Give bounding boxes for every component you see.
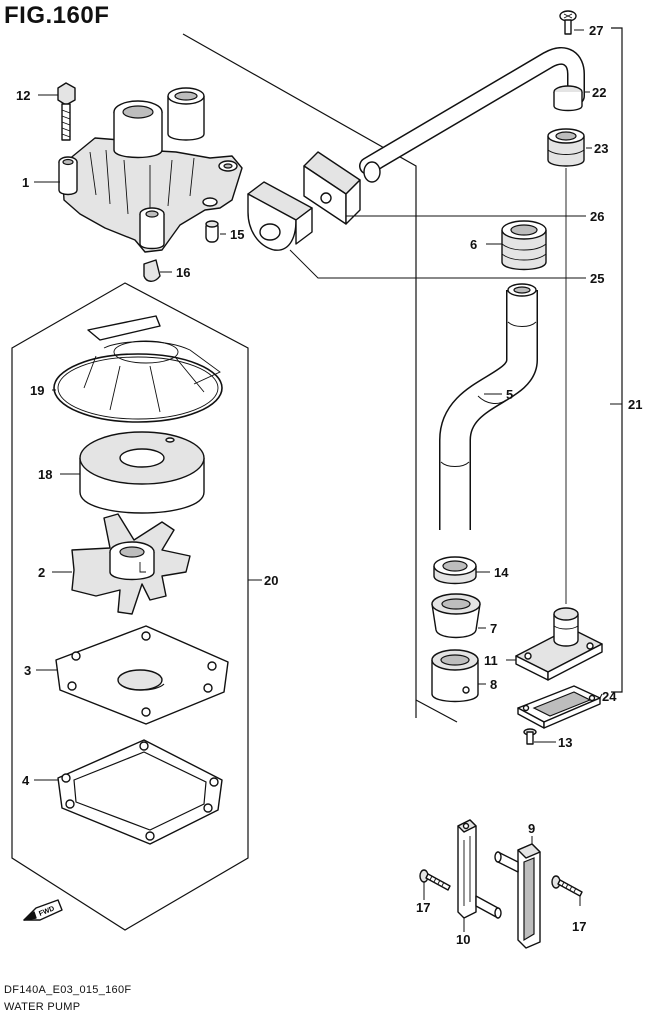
part-clamp-bracket: [303, 151, 361, 225]
callout-13: 13: [558, 735, 572, 750]
part-water-tube: [439, 283, 538, 530]
part-liner: [79, 431, 205, 514]
callout-18: 18: [38, 467, 52, 482]
part-key: [143, 259, 161, 282]
callout-1: 1: [22, 175, 29, 190]
callout-19: 19: [30, 383, 44, 398]
callout-3: 3: [24, 663, 31, 678]
part-anode: [494, 843, 541, 949]
part-anode-holder: [457, 819, 502, 919]
callout-6: 6: [470, 237, 477, 252]
callout-22: 22: [592, 85, 606, 100]
callout-15: 15: [230, 227, 244, 242]
callout-16: 16: [176, 265, 190, 280]
part-grommet-upper: [547, 128, 585, 167]
callout-10: 10: [456, 932, 470, 947]
kit-20-frame: [11, 282, 249, 931]
part-seal: [433, 556, 477, 585]
part-o-ring: [53, 315, 223, 423]
fwd-arrow-icon: FWD: [23, 899, 63, 921]
part-pump-plate: [55, 625, 229, 725]
leader-lines: [34, 29, 622, 932]
callout-25: 25: [590, 271, 604, 286]
callout-27: 27: [589, 23, 603, 38]
part-bolt: [57, 82, 76, 141]
part-pump-housing: [58, 87, 243, 253]
part-strainer-holder: [515, 607, 603, 681]
part-filter-screen: [517, 685, 601, 729]
callout-9: 9: [528, 821, 535, 836]
part-grommet: [501, 220, 547, 271]
part-screw: [559, 10, 577, 35]
callout-20: 20: [264, 573, 278, 588]
part-impeller: [71, 513, 191, 615]
part-small-bolt: [523, 728, 537, 745]
callout-2: 2: [38, 565, 45, 580]
section-name: WATER PUMP: [4, 1001, 81, 1013]
callout-11: 11: [484, 653, 498, 668]
callout-26: 26: [590, 209, 604, 224]
part-screw-left: [419, 869, 451, 891]
part-bushing: [431, 593, 481, 639]
callout-17-left: 17: [416, 900, 430, 915]
callout-4: 4: [22, 773, 30, 788]
callout-labels: 27 22 23 26 6 25 12 1 15 16 19 18 2 3 4 …: [16, 23, 642, 947]
figure-title: FIG.160F: [4, 2, 110, 29]
callout-14: 14: [494, 565, 509, 580]
model-code: DF140A_E03_015_160F: [4, 984, 132, 996]
part-gasket: [57, 739, 223, 845]
part-collar: [431, 649, 479, 703]
callout-12: 12: [16, 88, 30, 103]
callout-17-right: 17: [572, 919, 586, 934]
kit-21-bracket: [182, 27, 623, 723]
callout-7: 7: [490, 621, 497, 636]
part-water-pipe: [359, 47, 585, 183]
callout-8: 8: [490, 677, 497, 692]
part-dowel-pin: [205, 220, 219, 243]
callout-24: 24: [602, 689, 617, 704]
callout-23: 23: [594, 141, 608, 156]
part-screw-right: [551, 875, 583, 897]
callout-5: 5: [506, 387, 513, 402]
callout-21: 21: [628, 397, 642, 412]
part-pipe-clamp: [247, 181, 313, 251]
